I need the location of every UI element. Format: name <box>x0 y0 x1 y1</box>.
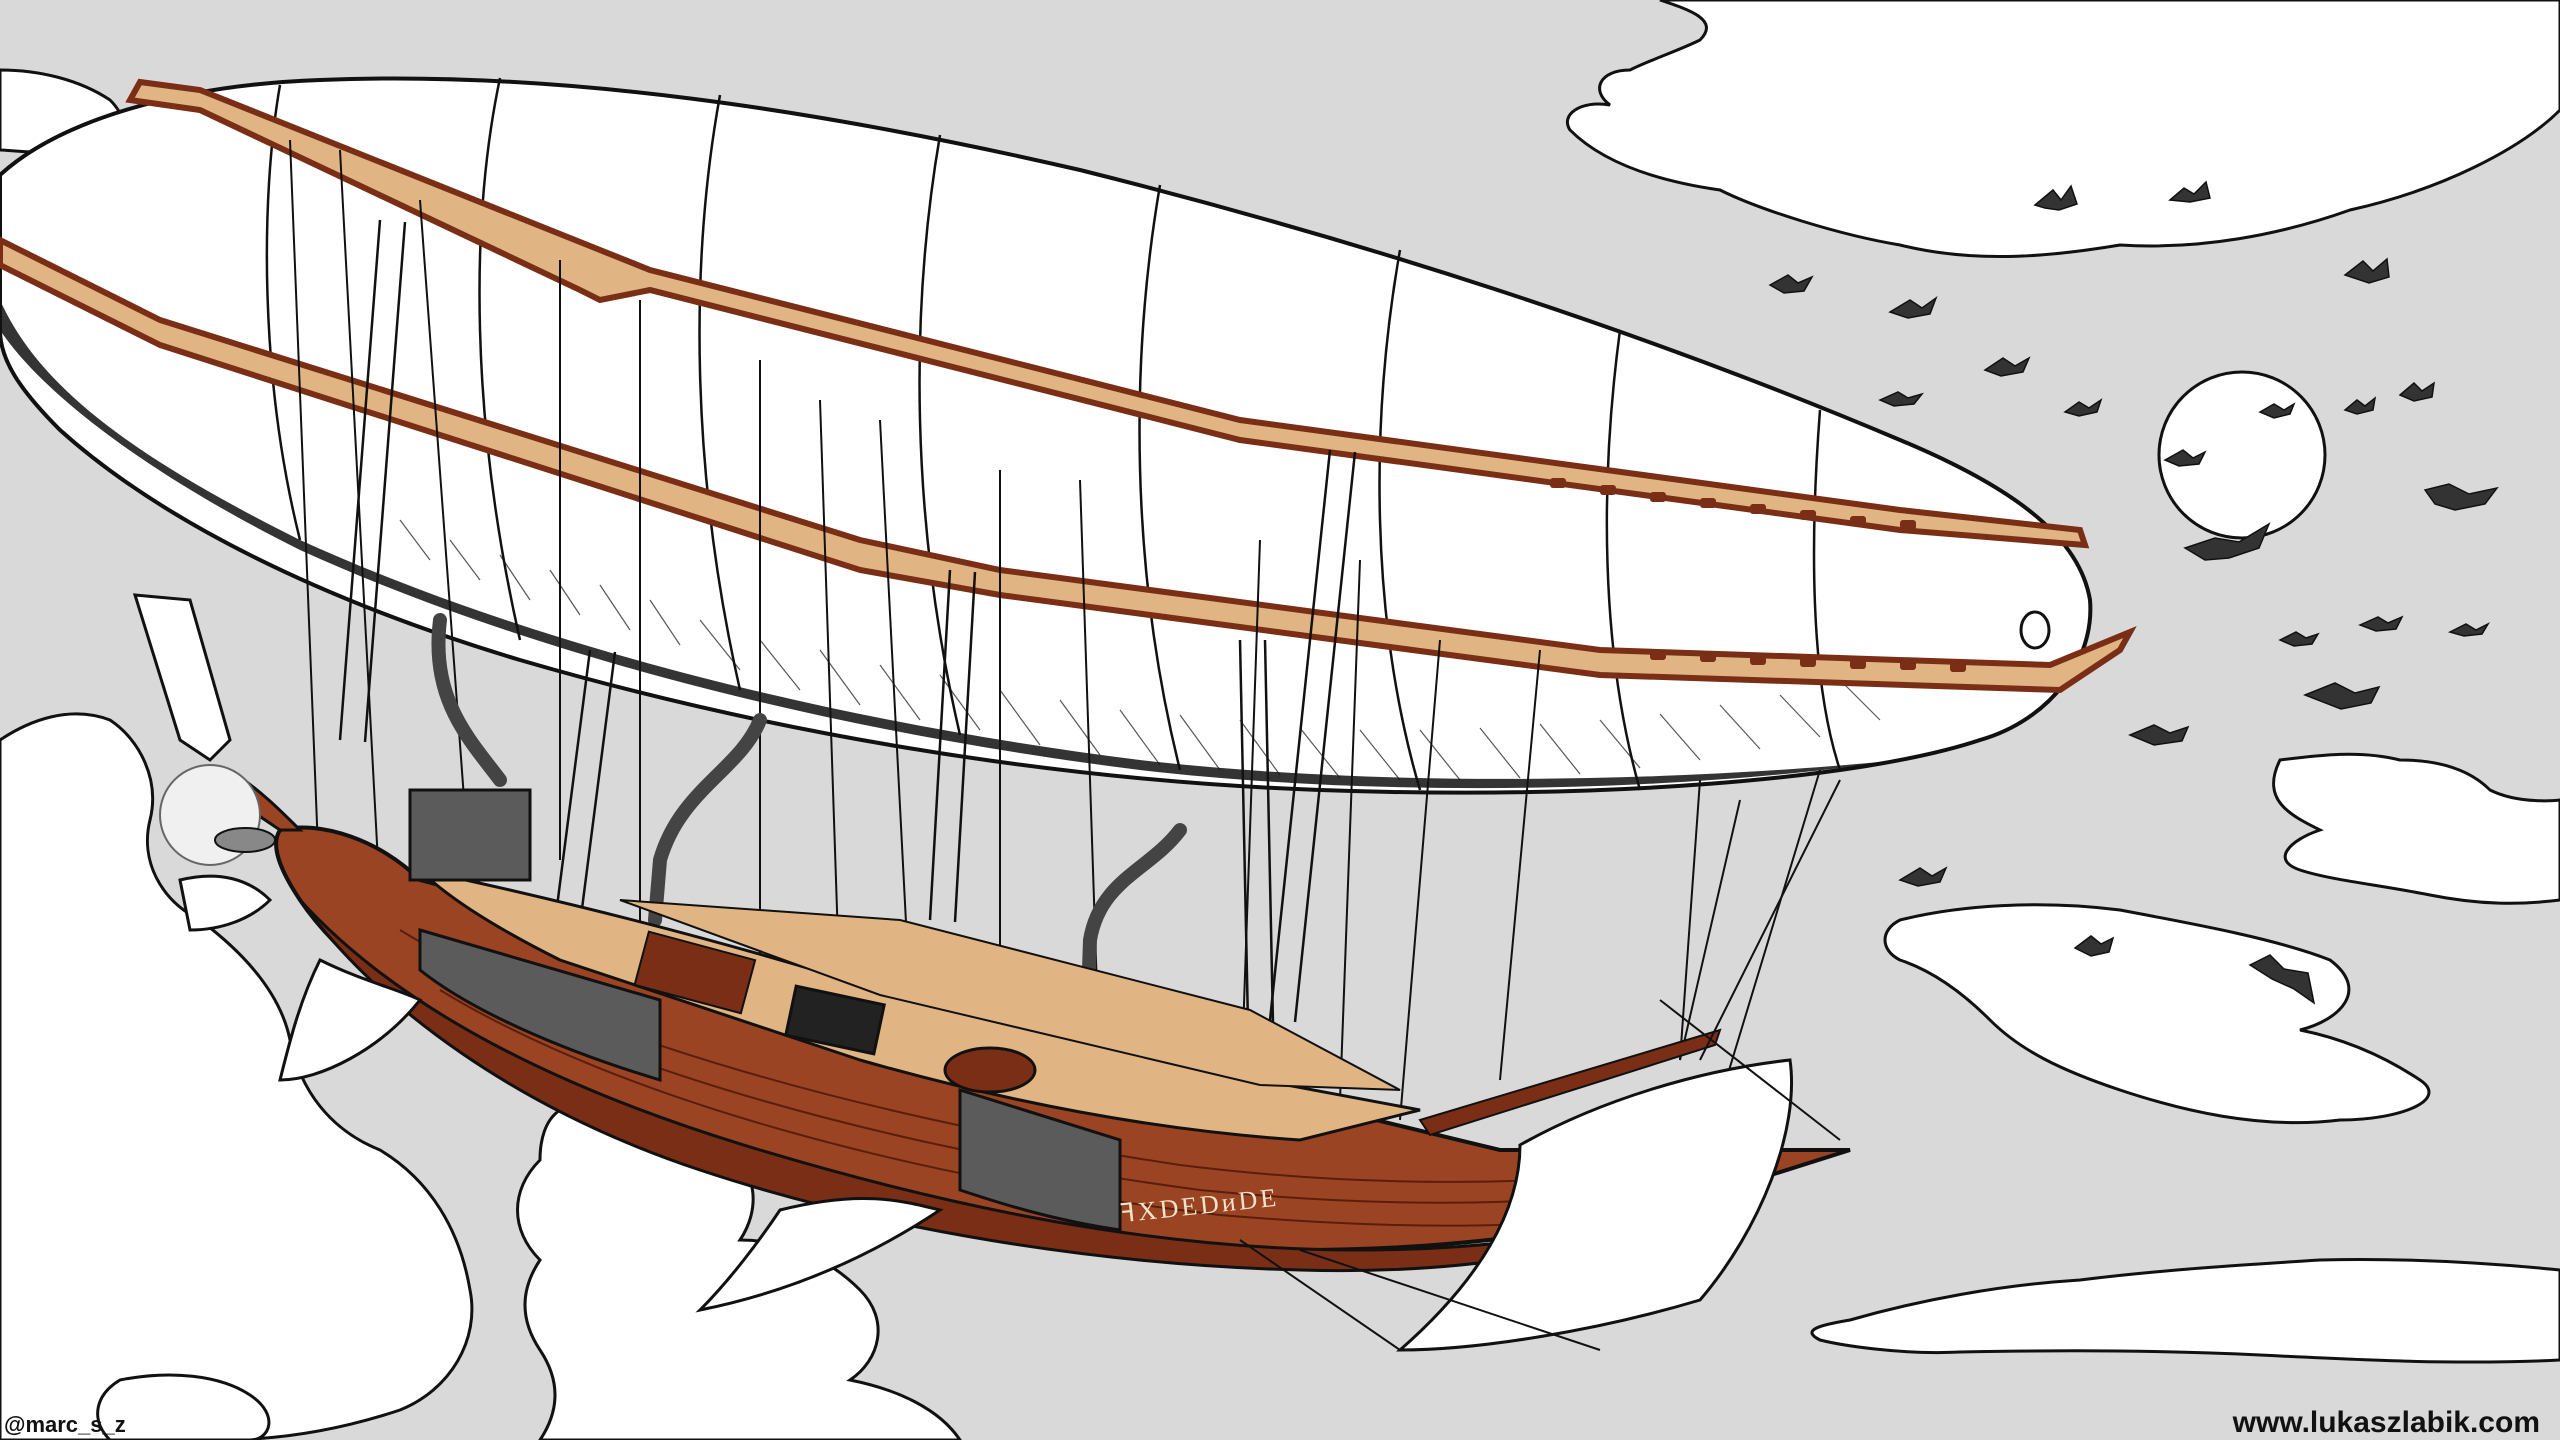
cloud-bottom-left <box>96 1373 271 1440</box>
dragon <box>2033 184 2078 211</box>
dragon <box>1898 866 1948 887</box>
envelope-nose-vent <box>2019 610 2051 650</box>
dragon <box>2423 483 2499 511</box>
dragon <box>1888 295 1938 319</box>
dragon <box>2063 398 2103 417</box>
envelope-ribs <box>265 77 1842 791</box>
sails <box>132 593 1794 1352</box>
dragon <box>2258 402 2296 419</box>
dragon <box>2128 724 2190 746</box>
stern-castle <box>408 788 532 882</box>
artist-credit-right: www.lukaszlabik.com <box>2232 1406 2540 1439</box>
dragon <box>2398 381 2435 402</box>
sail-fore-large <box>1396 1058 1794 1352</box>
bowsprit <box>1418 1028 1722 1137</box>
dragon-flock <box>1768 180 2499 1005</box>
deck-hatch <box>784 984 886 1056</box>
ladders <box>338 219 1357 1121</box>
exhaust-pipes <box>431 613 1187 1097</box>
sail-stern <box>278 957 423 1082</box>
upper-catwalk <box>125 78 2090 549</box>
catwalks <box>0 78 2137 694</box>
dragon <box>1983 356 2031 377</box>
propeller <box>159 764 276 866</box>
dragon <box>2248 954 2316 1005</box>
dragon <box>2073 935 2115 957</box>
sail-aft-vertical <box>132 593 232 762</box>
dragon <box>2278 631 2320 647</box>
dragon <box>1768 274 1814 294</box>
dragon <box>2447 622 2490 637</box>
dragon <box>2358 615 2404 632</box>
deck-lower <box>619 899 1401 1091</box>
envelope-hatching <box>399 519 1881 781</box>
dragon <box>2343 257 2390 284</box>
hull-stone-fore <box>958 1087 1122 1232</box>
cloud-mid-right <box>2272 752 2560 905</box>
dragon <box>2163 449 2207 467</box>
cloud-lower-right <box>1883 903 2431 1125</box>
deck-grating <box>633 930 757 1015</box>
deck-turret <box>943 1046 1037 1094</box>
lower-catwalk <box>0 236 2137 694</box>
cloud-bottom-right <box>1810 1257 2560 1364</box>
sail-stern-small <box>178 874 273 932</box>
dragon <box>2302 682 2381 710</box>
sail-lower-left <box>695 1197 944 1313</box>
hull-stone-aft <box>418 928 662 1083</box>
dragon <box>2168 180 2211 203</box>
cloud-top-right <box>1566 0 2560 259</box>
catwalk-portholes <box>1550 478 1966 672</box>
dragon <box>1878 391 1925 407</box>
bottom-rigging <box>1239 779 1841 1351</box>
dragon <box>2343 396 2377 415</box>
artist-credit-left: @marc_s_z <box>4 1412 126 1437</box>
dragon <box>2183 522 2271 561</box>
